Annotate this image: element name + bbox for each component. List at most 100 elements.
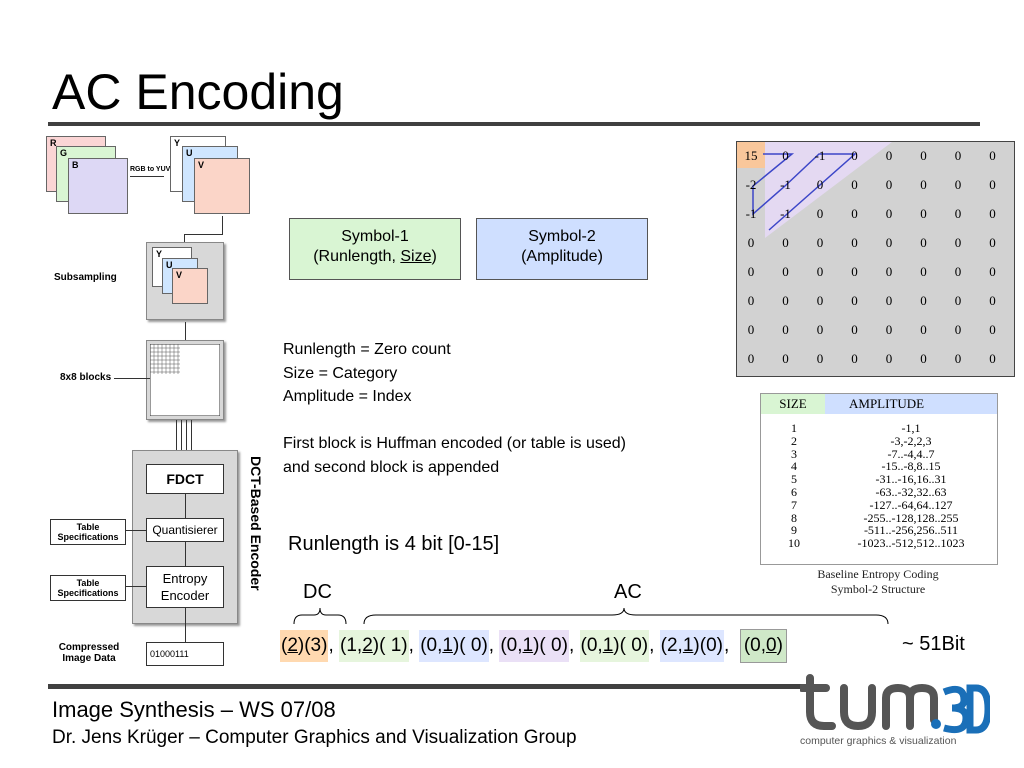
rgb-to-yuv-label: RGB to YUV (130, 166, 171, 173)
compressed-line-2: Image Data (62, 653, 116, 664)
size-header: SIZE (761, 394, 825, 414)
matrix-cell: 0 (851, 322, 858, 337)
ac-p1: (0, (580, 635, 603, 656)
matrix-cell: 0 (885, 148, 893, 163)
encoder-vertical-label: DCT-Based Encoder (248, 456, 264, 591)
ac-code: (1,2)( 1) (339, 630, 409, 662)
amplitude-value: -63..-32,32..63 (875, 485, 947, 499)
matrix-cell: 0 (989, 322, 996, 337)
size-value: 9 (791, 523, 797, 538)
matrix-cell: 0 (920, 235, 927, 250)
matrix-cell: 0 (954, 351, 962, 366)
eob-p2: ) (776, 635, 783, 656)
dc-size: 2 (287, 635, 298, 656)
footer-divider (48, 684, 805, 689)
matrix-cell: 0 (747, 264, 755, 279)
entropy-label-1: Entropy (162, 571, 208, 586)
sub-plane-v: V (172, 268, 208, 304)
matrix-cell: 0 (920, 293, 927, 308)
matrix-cell: 0 (851, 206, 858, 221)
quantizer-label: Quantisierer (152, 523, 218, 537)
symbol-1-title: Symbol-1 (341, 228, 409, 245)
blocks-grid-icon (150, 344, 220, 416)
definition-line: and second block is appended (283, 458, 500, 476)
dc-p2: )(3) (297, 635, 328, 656)
arrow-sub-down (185, 322, 186, 340)
ac-code: (2,1)(0) (659, 630, 724, 662)
zigzag-path-icon (737, 142, 892, 238)
size-value: 8 (791, 510, 797, 525)
matrix-cell: -1 (814, 148, 826, 163)
fdct-box: FDCT (146, 464, 224, 494)
label-v: V (198, 160, 205, 170)
spec-2-line-2: Specifications (57, 588, 119, 598)
footer-author: Dr. Jens Krüger – Computer Graphics and … (52, 727, 577, 748)
matrix-cell: 0 (782, 293, 789, 308)
label-y: Y (174, 138, 181, 148)
eob-code: (0,0) (739, 629, 787, 663)
matrix-cell: 0 (885, 177, 893, 192)
matrix-cell: 0 (989, 177, 996, 192)
connector-3 (186, 420, 187, 450)
matrix-cell: 0 (747, 293, 755, 308)
matrix-cell: 0 (954, 293, 962, 308)
symbol-1-suffix: ) (431, 248, 437, 265)
connector-fdct (185, 494, 186, 518)
matrix-cell: 0 (989, 235, 996, 250)
compressed-line-1: Compressed (58, 642, 120, 653)
matrix-cell: 0 (782, 351, 789, 366)
quantizer-box: Quantisierer (146, 518, 224, 542)
ac-size: 1 (442, 635, 453, 656)
symbol-1-box: Symbol-1 (Runlength, Size) (289, 218, 461, 280)
matrix-cell: 0 (989, 148, 996, 163)
slide-title: AC Encoding (52, 64, 344, 120)
matrix-cell: 0 (920, 206, 927, 221)
matrix-cell: 0 (851, 351, 858, 366)
matrix-cell: 0 (920, 264, 927, 279)
spec-1-arrow (126, 530, 146, 531)
tum3d-logo-icon: computer graphics & visualization (800, 674, 990, 747)
rgb-plane-b: B (68, 158, 128, 214)
matrix-cell: 0 (954, 235, 962, 250)
ac-label: AC (614, 581, 642, 603)
spec-1-line-2: Specifications (57, 532, 119, 542)
ac-p1: (2, (660, 635, 683, 656)
size-value: 3 (791, 446, 797, 461)
label-g: G (60, 148, 68, 158)
size-value: 6 (791, 485, 797, 499)
connector-output (185, 608, 186, 642)
sep: , (723, 635, 740, 656)
ac-p1: (0, (500, 635, 523, 656)
ac-brace-icon (363, 607, 889, 625)
eob-p1: (0, (743, 635, 767, 656)
matrix-cell: 0 (885, 206, 893, 221)
entropy-label-2: Encoder (160, 588, 210, 603)
logo-tagline: computer graphics & visualization (800, 735, 957, 747)
symbol-1-subtitle: (Runlength, Size) (290, 247, 460, 267)
symbol-2-title: Symbol-2 (528, 228, 596, 245)
matrix-cell: 0 (747, 235, 755, 250)
matrix-cell: -1 (745, 206, 757, 221)
sub-label-u: U (166, 260, 173, 270)
matrix-cell: -1 (780, 206, 791, 221)
sub-label-v: V (176, 270, 183, 280)
spec-2-line-1: Table (76, 578, 100, 588)
arrow-yuv-down (222, 216, 223, 234)
sep: , (568, 635, 580, 656)
definition-line: Runlength = Zero count (283, 341, 451, 358)
sep: , (408, 635, 420, 656)
matrix-cell: 0 (747, 351, 755, 366)
table-caption: Baseline Entropy Coding Symbol-2 Structu… (760, 567, 996, 597)
blocks-label-arrow (114, 378, 150, 379)
matrix-cell: 0 (954, 322, 962, 337)
symbol-1-prefix: (Runlength, (313, 248, 401, 265)
bits-label: 01000111 (150, 649, 189, 659)
label-u: U (186, 148, 193, 158)
amplitude-value: -3,-2,2,3 (890, 433, 932, 448)
ac-p1: (0, (420, 635, 443, 656)
matrix-cell: 0 (851, 264, 858, 279)
compressed-label: Compressed Image Data (54, 642, 124, 664)
jpeg-pipeline-diagram: R G B RGB to YUV Y U V Y U V Subsampling… (40, 132, 270, 672)
